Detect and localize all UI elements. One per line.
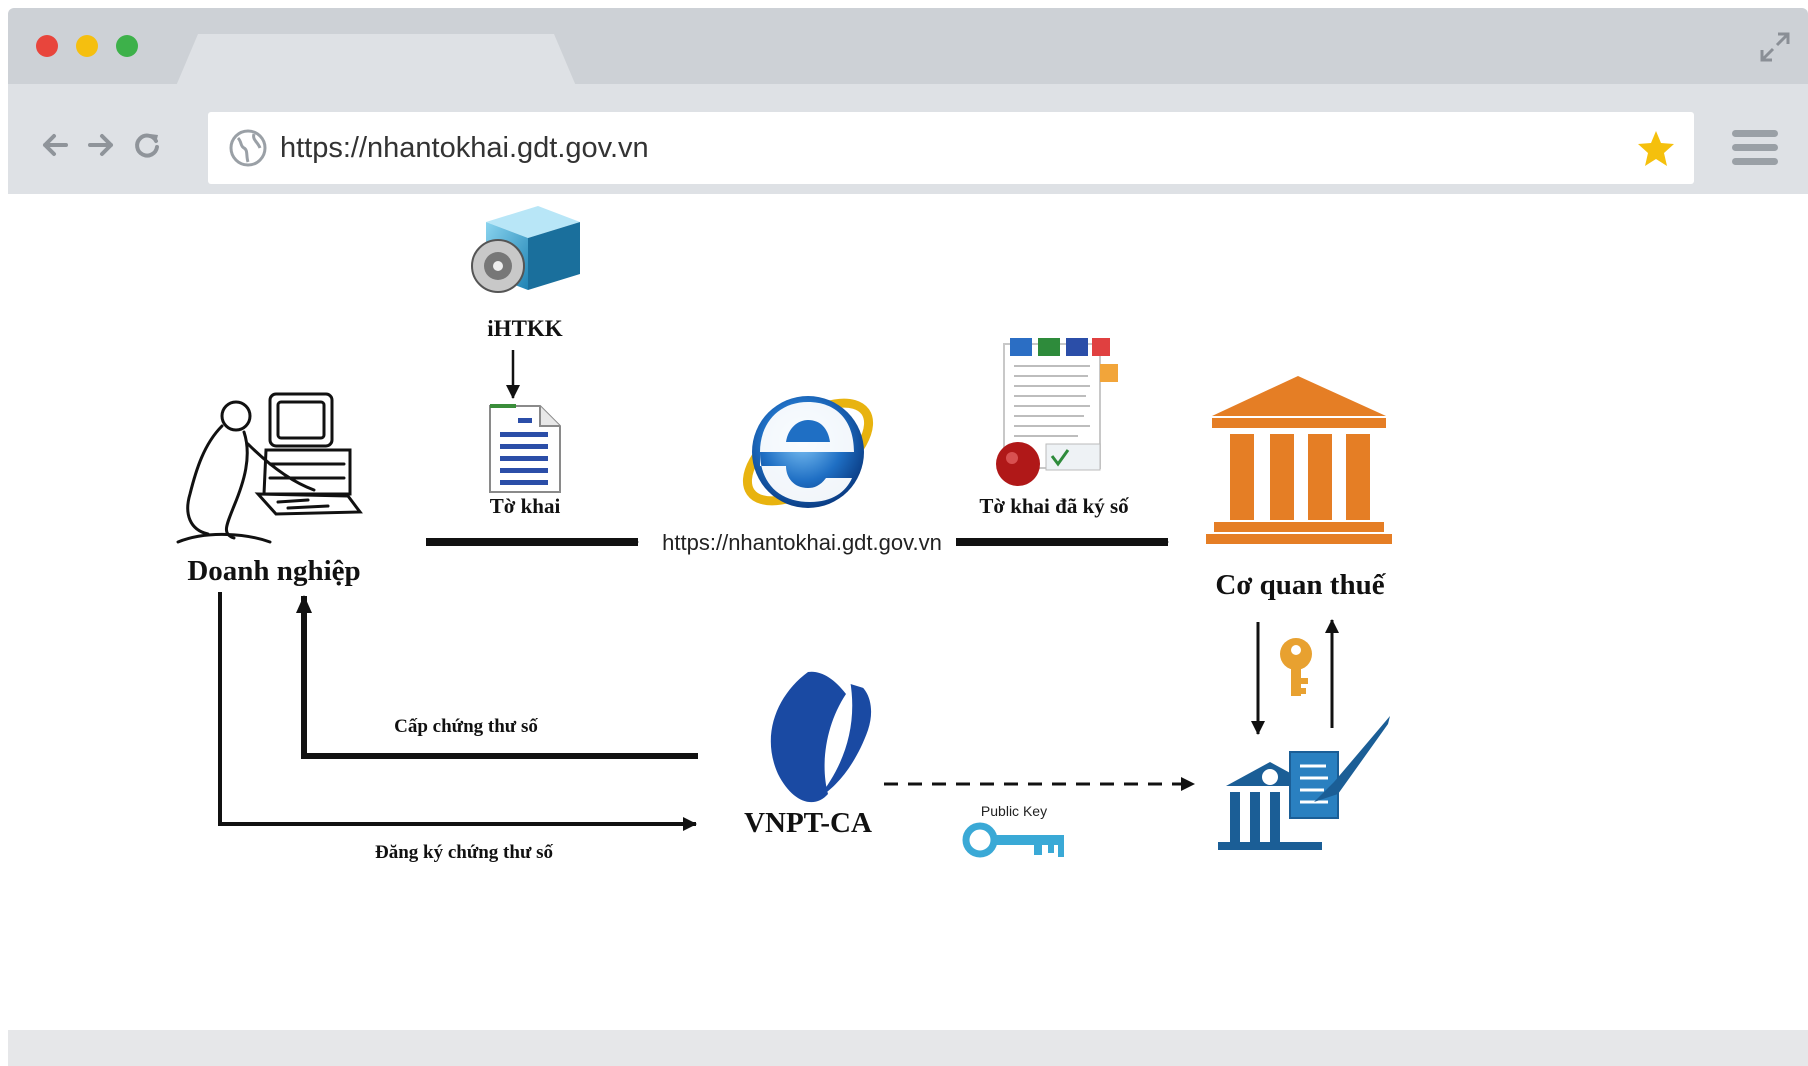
register-certificate-arrow (218, 592, 697, 831)
issue-certificate-label: Cấp chứng thư số (394, 716, 538, 737)
tax-office-building-icon (1206, 376, 1392, 544)
page-content: iHTKK Tờ khai (8, 194, 1808, 1030)
status-bar (8, 1030, 1808, 1066)
forward-arrow-icon[interactable] (84, 128, 118, 162)
tax-form-document-icon (489, 404, 561, 493)
maximize-dot[interactable] (116, 35, 138, 57)
globe-icon (229, 129, 267, 167)
register-certificate-label: Đăng ký chứng thư số (375, 842, 554, 863)
signed-form-label: Tờ khai đã ký số (979, 494, 1129, 518)
vnpt-logo-icon (770, 671, 872, 803)
star-icon[interactable] (1636, 128, 1676, 168)
browser-tab[interactable] (176, 34, 576, 86)
reload-icon[interactable] (130, 128, 164, 162)
hamburger-menu-icon[interactable] (1730, 128, 1780, 168)
internet-explorer-icon (742, 396, 874, 508)
url-text[interactable]: https://nhantokhai.gdt.gov.vn (280, 132, 649, 164)
title-bar (8, 8, 1808, 86)
public-key-label: Public Key (981, 803, 1047, 819)
expand-icon[interactable] (1758, 30, 1792, 64)
business-user-icon (176, 392, 363, 544)
toolbar: https://nhantokhai.gdt.gov.vn (8, 84, 1808, 194)
portal-url-label: https://nhantokhai.gdt.gov.vn (662, 530, 942, 555)
back-arrow-icon[interactable] (38, 128, 72, 162)
close-dot[interactable] (36, 35, 58, 57)
browser-window: https://nhantokhai.gdt.gov.vn (8, 8, 1808, 1066)
public-key-icon (962, 822, 1064, 858)
vnpt-ca-label: VNPT-CA (744, 807, 872, 839)
e-filing-diagram: iHTKK Tờ khai (176, 206, 1392, 863)
address-bar[interactable]: https://nhantokhai.gdt.gov.vn (208, 112, 1694, 184)
issue-certificate-arrow (296, 595, 698, 759)
ihtkk-software-icon (471, 206, 580, 293)
signed-document-icon (996, 338, 1118, 486)
business-label: Doanh nghiệp (187, 555, 360, 587)
government-portal-icon (1218, 716, 1390, 850)
tax-office-label: Cơ quan thuế (1215, 569, 1386, 601)
ihtkk-label: iHTKK (487, 316, 563, 341)
tax-form-label: Tờ khai (490, 494, 561, 518)
private-key-icon (1280, 638, 1312, 696)
minimize-dot[interactable] (76, 35, 98, 57)
